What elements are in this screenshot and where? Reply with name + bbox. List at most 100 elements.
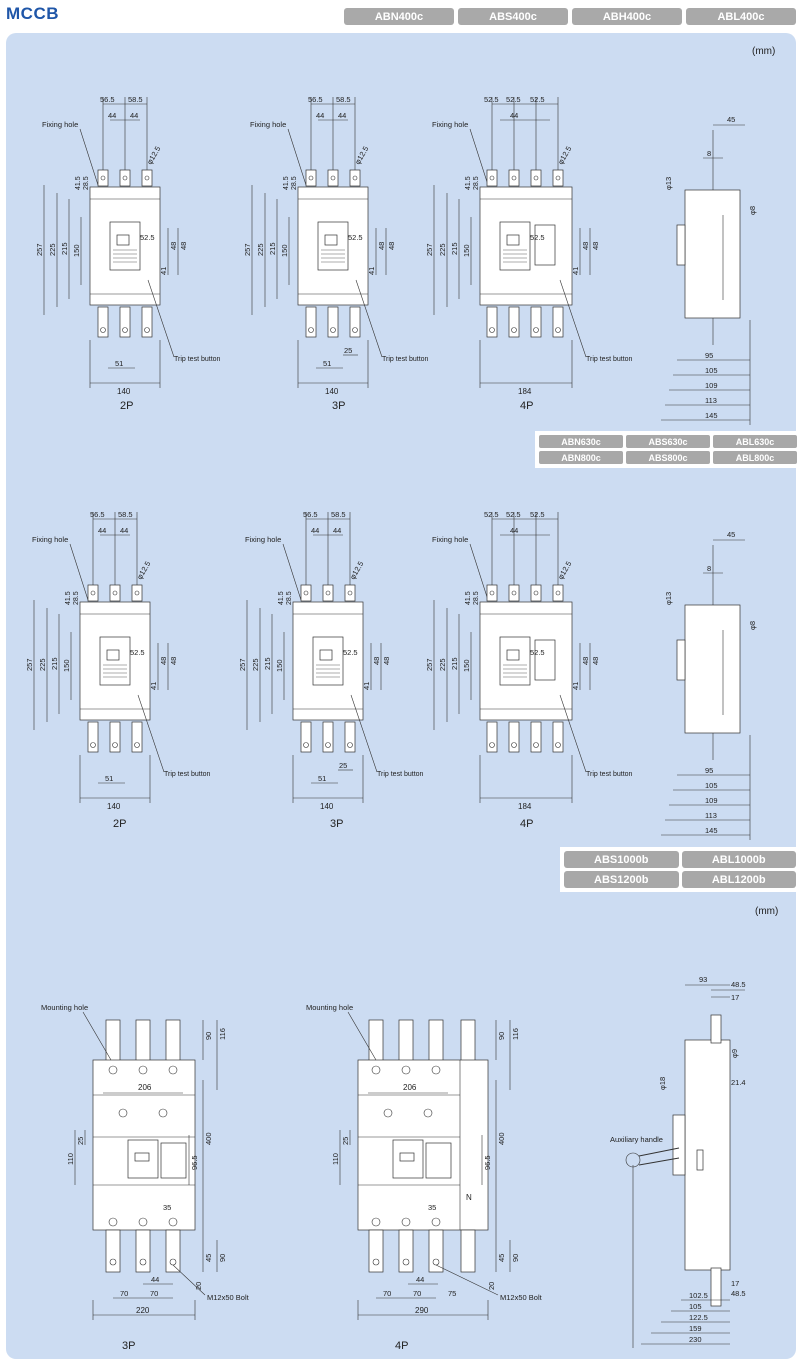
dimension-text: 140 (325, 387, 339, 396)
dimension-text: φ9 (730, 1049, 739, 1058)
tab-abn630c[interactable]: ABN630c (539, 435, 623, 448)
tab-abn800c[interactable]: ABN800c (539, 451, 623, 464)
dimension-text: 113 (705, 396, 717, 405)
dimension-text: 257 (35, 243, 44, 256)
tab-abn400c[interactable]: ABN400c (344, 8, 454, 25)
dimension-text: 116 (511, 1028, 520, 1040)
tab-abs1000b[interactable]: ABS1000b (564, 851, 679, 868)
dimension-text: 52.5 (130, 648, 145, 657)
dimension-text: 140 (320, 802, 334, 811)
dimension-text: 225 (438, 243, 447, 256)
dimension-text: 20 (194, 1282, 203, 1290)
trip-test-label: Trip test button (382, 356, 429, 363)
tab-abl1000b[interactable]: ABL1000b (681, 851, 796, 868)
dimension-text: 41.5 (465, 176, 472, 190)
dimension-text: 48 (591, 242, 600, 250)
dimension-text: 48 (169, 242, 178, 250)
dimension-text: 150 (275, 659, 284, 672)
tab-abh400c[interactable]: ABH400c (572, 8, 682, 25)
dimension-text: 25 (339, 761, 347, 770)
dimension-text: φ18 (658, 1077, 667, 1090)
pole-label-4p-row1: 4P (520, 400, 534, 412)
dimension-text: 48 (179, 242, 188, 250)
dimension-text: 28.5 (473, 591, 480, 605)
dimension-text: 290 (415, 1306, 429, 1315)
dimension-text: 150 (62, 659, 71, 672)
mounting-hole-label: Mounting hole (41, 1003, 88, 1012)
dimension-text: 257 (425, 243, 434, 256)
dimension-text: 48 (159, 657, 168, 665)
dimension-text: 52.5 (343, 648, 358, 657)
page-title: MCCB (6, 4, 59, 23)
dimension-text: 48 (372, 657, 381, 665)
dimension-text: φ13 (664, 592, 673, 605)
trip-test-label: Trip test button (586, 356, 633, 363)
dimension-text: 75 (448, 1289, 456, 1298)
dimension-text: 44 (151, 1275, 159, 1284)
mounting-hole-label: Mounting hole (306, 1003, 353, 1012)
fixing-hole-label: Fixing hole (32, 535, 68, 544)
dimension-text: 110 (66, 1153, 75, 1165)
dimension-text: 44 (333, 526, 341, 535)
dimension-text: 102.5 (689, 1291, 708, 1300)
dimension-text: 48 (382, 657, 391, 665)
dimension-text: 44 (108, 111, 116, 120)
dimension-text: 44 (98, 526, 106, 535)
dimension-text: 116 (218, 1028, 227, 1040)
dimension-text: 95 (705, 351, 713, 360)
dimension-text: 122.5 (689, 1313, 708, 1322)
tab-abl630c[interactable]: ABL630c (713, 435, 797, 448)
dimension-text: 225 (256, 243, 265, 256)
bolt-label: M12x50 Bolt (500, 1293, 543, 1302)
bolt-label: M12x50 Bolt (207, 1293, 250, 1302)
tab-abl800c[interactable]: ABL800c (713, 451, 797, 464)
dimension-text: 220 (136, 1306, 150, 1315)
dimension-text: 41 (367, 267, 376, 275)
tab-abs400c[interactable]: ABS400c (458, 8, 568, 25)
dimension-text: 105 (705, 366, 718, 375)
dimension-text: 215 (450, 242, 459, 255)
section2-model-tabs: ABN630c ABS630c ABL630c ABN800c ABS800c … (535, 431, 800, 468)
dimension-text: 52.5 (530, 233, 545, 242)
dimension-text: 105 (705, 781, 718, 790)
dimension-text: 52.5 (348, 233, 363, 242)
pole-label-2p-row2: 2P (113, 818, 127, 830)
tab-abl400c[interactable]: ABL400c (686, 8, 796, 25)
dimension-text: 70 (120, 1289, 128, 1298)
dimension-text: 56.5 (308, 95, 323, 104)
dimension-text: 48.5 (731, 1289, 746, 1298)
dimension-text: 51 (105, 774, 113, 783)
dimension-text: φ8 (748, 621, 757, 630)
dimension-text: 44 (311, 526, 319, 535)
dimension-text: 184 (518, 387, 532, 396)
dimension-text: 90 (218, 1254, 227, 1262)
tab-abs630c[interactable]: ABS630c (626, 435, 710, 448)
dimension-text: 225 (38, 658, 47, 671)
dimension-text: 41.5 (465, 591, 472, 605)
dimension-text: 48 (387, 242, 396, 250)
pole-label-4p-row2: 4P (520, 818, 534, 830)
tab-abs800c[interactable]: ABS800c (626, 451, 710, 464)
dimension-text: 257 (243, 243, 252, 256)
dimension-text: 41 (149, 682, 158, 690)
dimension-text: 184 (518, 802, 532, 811)
tab-abs1200b[interactable]: ABS1200b (564, 871, 679, 888)
dimension-text: 113 (705, 811, 717, 820)
dimension-text: φ12.5 (135, 560, 153, 581)
dimension-text: 35 (163, 1203, 171, 1212)
dimension-text: 28.5 (83, 176, 90, 190)
dimension-text: 51 (323, 359, 331, 368)
dimension-text: 41.5 (283, 176, 290, 190)
dimension-text: 52.5 (506, 510, 521, 519)
pole-label-3p-row1: 3P (332, 400, 346, 412)
tab-abl1200b[interactable]: ABL1200b (681, 871, 796, 888)
dimension-text: 41 (159, 267, 168, 275)
dimension-text: 25 (344, 346, 352, 355)
dimension-text: 51 (318, 774, 326, 783)
dimension-text: φ13 (664, 177, 673, 190)
dimension-text: 215 (60, 242, 69, 255)
